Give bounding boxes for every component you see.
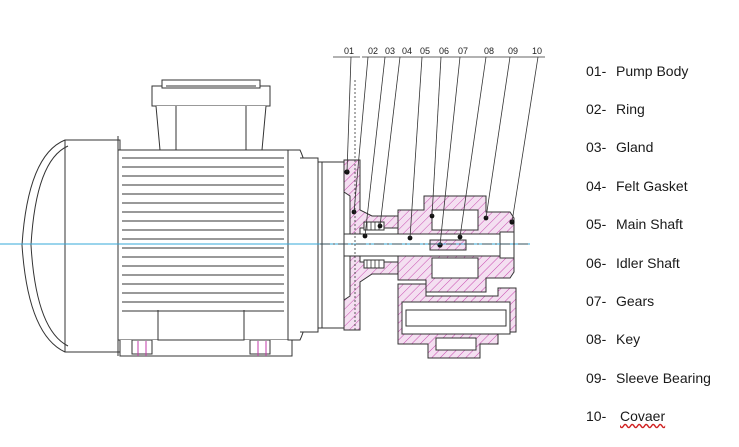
motor-end-cap-inner	[30, 145, 69, 347]
legend-label: Gears	[616, 293, 655, 309]
callout-number: 05	[420, 46, 430, 56]
motor-frame	[117, 149, 289, 341]
legend-label: Gland	[616, 139, 654, 155]
motor-end-cap	[21, 139, 121, 353]
legend-label: Key	[616, 331, 641, 347]
legend-number: 03-	[586, 139, 607, 155]
legend-number: 05-	[586, 216, 607, 232]
legend-item: 08- Key	[586, 331, 640, 347]
legend-label: Idler Shaft	[616, 255, 680, 271]
cooling-fins	[122, 157, 284, 312]
callout-number: 07	[458, 46, 468, 56]
legend-item: 09- Sleeve Bearing	[586, 370, 711, 386]
callout-number: 08	[484, 46, 494, 56]
callout-number: 03	[385, 46, 395, 56]
legend-label: Sleeve Bearing	[616, 370, 711, 386]
shaft-key	[429, 239, 467, 251]
legend-number: 07-	[586, 293, 607, 309]
callout-number: 04	[402, 46, 412, 56]
terminal-box	[151, 79, 271, 151]
legend-number: 10-	[586, 408, 607, 424]
legend-label: Felt Gasket	[616, 178, 688, 194]
motor	[21, 79, 345, 357]
legend-item: 02- Ring	[586, 101, 645, 117]
legend-label: Covaer	[620, 408, 666, 424]
legend-item: 03- Gland	[586, 139, 653, 155]
main-shaft	[343, 233, 507, 257]
callout-numbers: 01 02 03 04 05 06 07 08 09 10	[344, 46, 542, 56]
callout-number: 09	[508, 46, 518, 56]
legend-label: Main Shaft	[616, 216, 683, 232]
legend-label: Pump Body	[616, 63, 689, 79]
legend-item: 04- Felt Gasket	[586, 178, 688, 194]
legend-number: 06-	[586, 255, 607, 271]
legend-number: 09-	[586, 370, 607, 386]
callout-number: 06	[439, 46, 449, 56]
motor-foot	[119, 340, 293, 357]
packing-rings	[363, 221, 385, 269]
legend-number: 01-	[586, 63, 607, 79]
legend-item: 01- Pump Body	[586, 63, 688, 79]
legend-number: 02-	[586, 101, 607, 117]
legend-label: Ring	[616, 101, 645, 117]
leader-lines	[333, 56, 545, 330]
callout-number: 02	[368, 46, 378, 56]
legend-item: 06- Idler Shaft	[586, 255, 680, 271]
legend-number: 08-	[586, 331, 607, 347]
legend-item: 07- Gears	[586, 293, 654, 309]
idler-shaft	[405, 309, 507, 327]
callout-number: 01	[344, 46, 354, 56]
legend-item: 10- Covaer	[586, 408, 665, 424]
legend-item: 05- Main Shaft	[586, 216, 683, 232]
legend-number: 04-	[586, 178, 607, 194]
callout-number: 10	[532, 46, 542, 56]
